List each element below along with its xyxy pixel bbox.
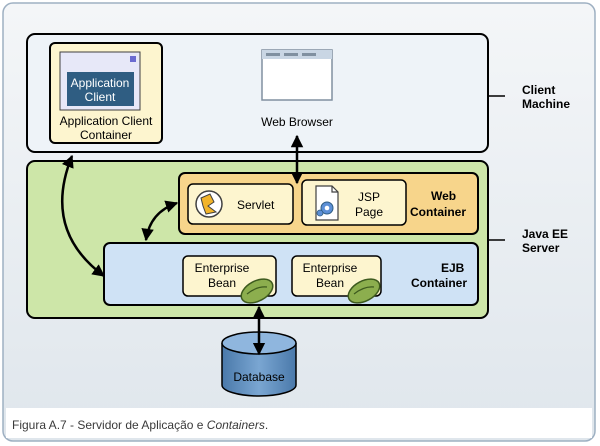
client-machine-label-2: Machine [522, 97, 570, 111]
enterprise-bean-label-2: Bean [316, 276, 344, 290]
java-ee-server-label-2: Server [522, 241, 560, 255]
client-machine-label: Client [522, 83, 555, 97]
web-container-label: Web [431, 189, 456, 203]
arrow-web-ejb [141, 200, 179, 242]
jsp-page-label-2: Page [355, 205, 383, 219]
arrow-appclient-ejb [60, 154, 106, 278]
jsp-page-label: JSP [358, 190, 380, 204]
application-client-container-label: Application Client [60, 114, 153, 128]
enterprise-bean-label-2: Bean [208, 276, 236, 290]
java-ee-server-label: Java EE [522, 227, 568, 241]
web-container-label-2: Container [410, 205, 466, 219]
servlet-icon [195, 190, 223, 218]
database-label: Database [233, 370, 285, 384]
application-client-container-label-2: Container [80, 128, 132, 142]
bean-icon [240, 278, 274, 304]
enterprise-bean-label: Enterprise [303, 261, 358, 275]
enterprise-bean-label: Enterprise [195, 261, 250, 275]
database-icon [221, 331, 297, 397]
figure-caption: Figura A.7 - Servidor de Aplicação e Con… [12, 418, 269, 432]
jsp-page-icon [315, 185, 339, 221]
ejb-container-label: EJB [441, 261, 465, 275]
bean-icon [347, 278, 381, 304]
web-browser-label: Web Browser [261, 115, 333, 129]
ejb-container-box [103, 242, 479, 306]
application-client-window-text-2: Client [85, 90, 116, 104]
servlet-label: Servlet [237, 198, 275, 212]
figure-caption-emphasis: Containers [206, 418, 265, 432]
ejb-container-label-2: Container [411, 276, 467, 290]
application-client-window-text: Application [71, 76, 130, 90]
